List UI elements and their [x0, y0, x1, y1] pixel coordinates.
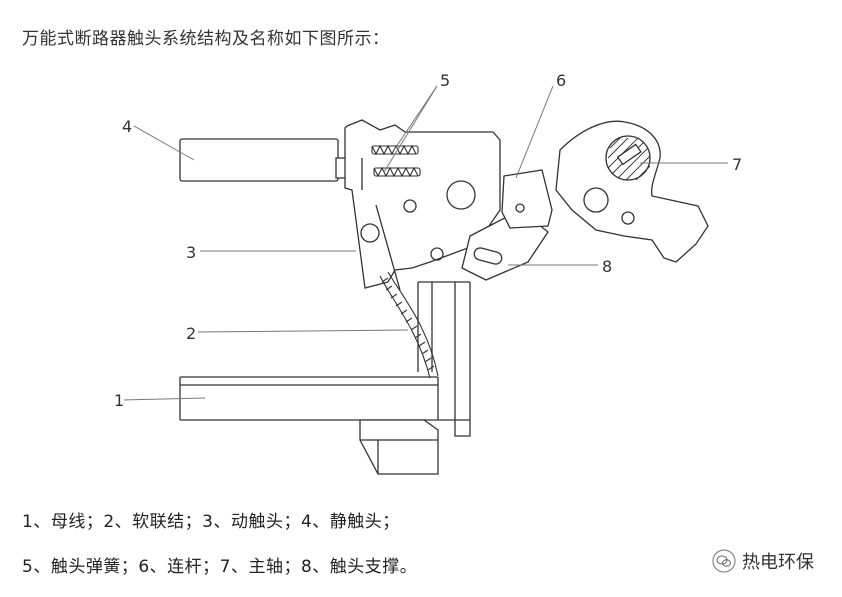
label-1: 1 — [114, 391, 124, 410]
watermark: 热电环保 — [712, 548, 814, 574]
label-3: 3 — [186, 243, 196, 262]
base-block — [359, 419, 439, 475]
label-2: 2 — [186, 324, 196, 343]
leader-lines — [123, 85, 728, 401]
busbar — [179, 376, 439, 421]
moving-contact — [344, 119, 501, 289]
legend-line-2: 5、触头弹簧；6、连杆；7、主轴；8、触头支撑。 — [22, 557, 418, 577]
flexible-connection — [379, 271, 439, 379]
static-contact-bar — [179, 138, 339, 182]
label-6: 6 — [556, 71, 566, 90]
intro-text: 万能式断路器触头系统结构及名称如下图所示： — [22, 29, 390, 49]
legend-line-1: 1、母线；2、软联结；3、动触头；4、静触头； — [22, 512, 400, 532]
label-8: 8 — [602, 257, 612, 276]
label-5: 5 — [440, 71, 450, 90]
connecting-rod — [501, 169, 553, 229]
main-shaft-lever — [555, 120, 709, 263]
wechat-icon — [712, 549, 736, 573]
label-7: 7 — [732, 155, 742, 174]
support-frame — [417, 281, 470, 372]
watermark-text: 热电环保 — [742, 552, 814, 573]
label-4: 4 — [122, 117, 132, 136]
